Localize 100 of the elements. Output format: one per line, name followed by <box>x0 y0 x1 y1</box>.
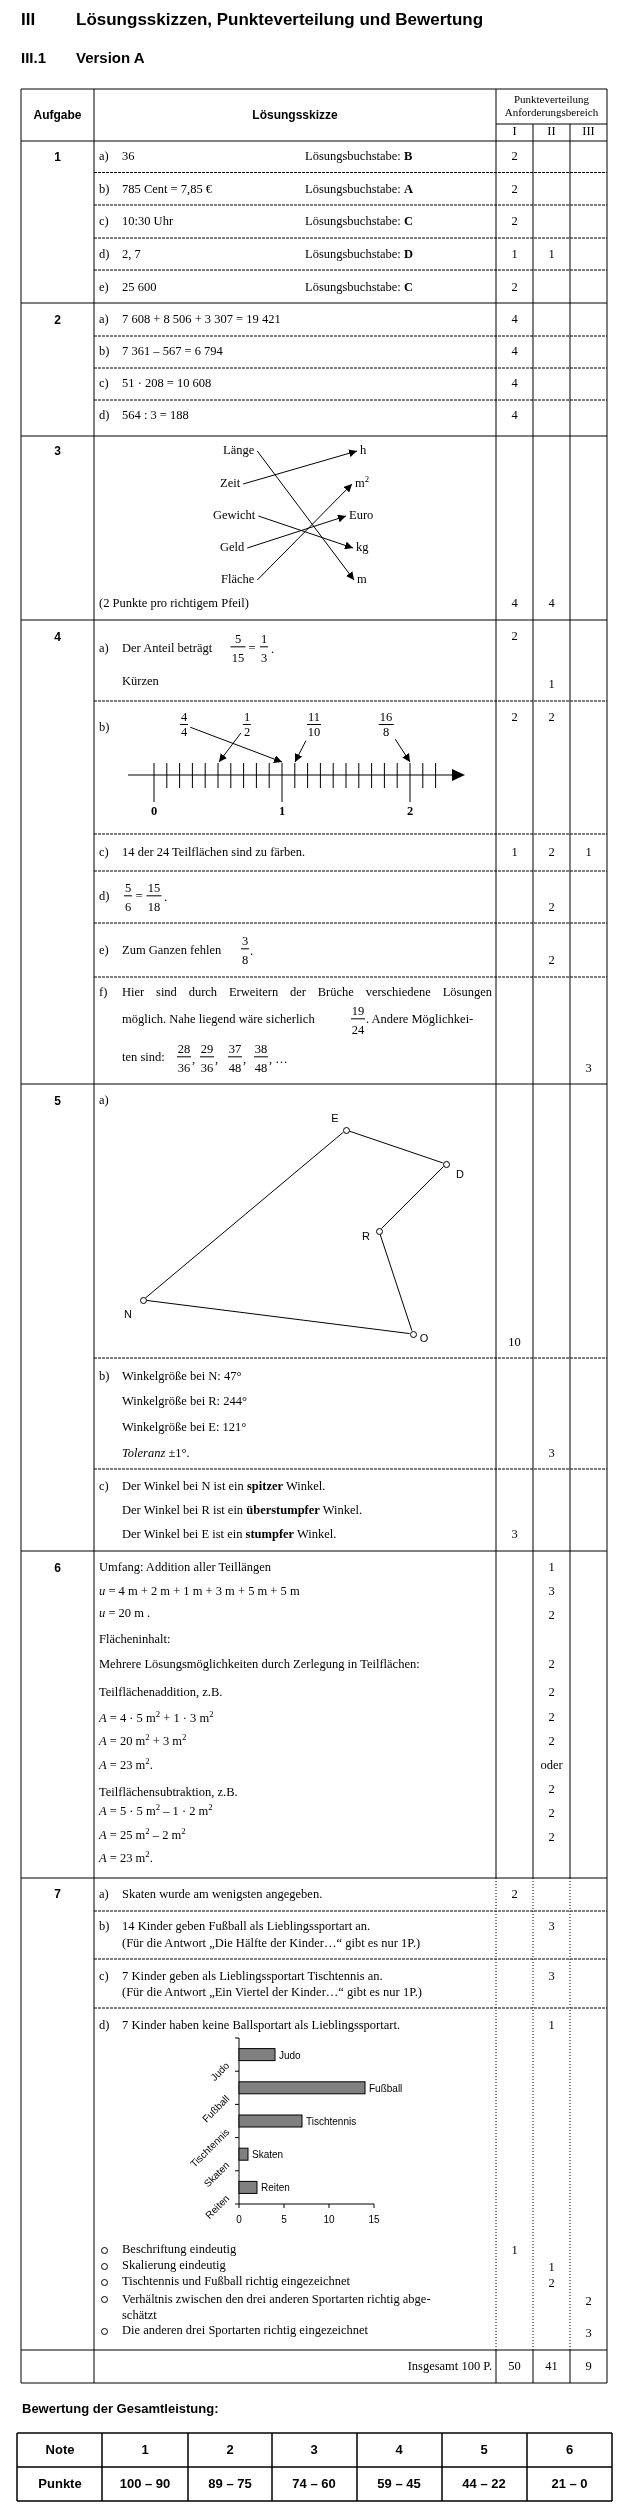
text: 7 608 + 8 506 + 3 307 = 19 421 <box>122 312 281 328</box>
text: b) <box>99 344 110 360</box>
text: Winkelgröße bei R: 244° <box>122 1394 247 1410</box>
tick-label: 5 <box>281 2214 287 2225</box>
score: 3 <box>511 1527 518 1543</box>
score: 2 <box>511 182 518 198</box>
tick-label: 10 <box>323 2214 335 2225</box>
arrow <box>246 514 347 549</box>
text: b) <box>99 182 110 198</box>
text: ten sind: <box>122 1050 165 1066</box>
grade-table-text: Bewertung der Gesamtleistung: <box>22 2401 219 2417</box>
fraction-denominator: 36 <box>177 1060 191 1076</box>
text: d) <box>99 247 110 263</box>
score: 2 <box>548 1782 555 1798</box>
fraction-denominator: 10 <box>307 725 321 740</box>
section-heading: Lösungsskizzen, Punkteverteilung und Bewertung <box>76 9 484 31</box>
grade-table-text: 2 <box>226 2442 234 2458</box>
text: 785 Cent = 7,85 € <box>122 182 213 198</box>
text: a) <box>99 149 109 165</box>
text: 14 Kinder geben Fußball als Lieblingssportart an. <box>122 1919 371 1935</box>
score: 2 <box>548 1657 555 1673</box>
table-label: 3 <box>54 443 61 459</box>
score: 1 <box>548 677 555 693</box>
vertex-label: N <box>124 1308 132 1322</box>
text: A = 23 m$^{2}$. <box>99 1851 153 1867</box>
table-label: 2 <box>54 312 61 328</box>
text: f) <box>99 985 108 1001</box>
text: Lösungsbuchstabe: A <box>305 182 413 198</box>
fraction-numerator: 5 <box>124 881 132 897</box>
text: A = 23 m$^{2}$. <box>99 1758 153 1774</box>
text: Winkelgröße bei N: 47° <box>122 1369 242 1385</box>
score: 1 <box>511 845 518 861</box>
text: Beschriftung eindeutig <box>122 2242 237 2258</box>
table-label: Aufgabe <box>33 107 82 123</box>
text: A = 5 · 5 m$^{2}$ – 1 · 2 m$^{2}$ <box>99 1804 213 1820</box>
vertex-label: E <box>331 1112 339 1126</box>
score: 1 <box>511 247 518 263</box>
text: Skalierung eindeutig <box>122 2258 226 2274</box>
text: c) <box>99 845 109 861</box>
bar-label: Skaten <box>252 2149 284 2161</box>
column-header: Punkteverteilung Anforderungsbereich <box>503 92 600 120</box>
bar-label: Reiten <box>261 2182 290 2194</box>
text: a) <box>99 312 109 328</box>
text: Der Winkel bei E ist ein stumpfer Winkel. <box>122 1527 337 1543</box>
fraction-numerator: 3 <box>241 934 249 950</box>
bar-label: Fußball <box>369 2082 403 2094</box>
grade-table-text: 4 <box>395 2442 403 2458</box>
fraction-numerator: 16 <box>378 710 394 726</box>
axis-number: 1 <box>278 804 286 820</box>
score: 4 <box>511 376 518 392</box>
grade-table-text: 5 <box>480 2442 488 2458</box>
text: d) <box>99 408 110 424</box>
grade-table-text: Punkte <box>38 2476 82 2492</box>
matching-term: Zeit <box>220 476 241 492</box>
fraction-numerator: 29 <box>200 1042 214 1058</box>
score: 4 <box>511 596 518 612</box>
text: a) <box>99 1093 109 1109</box>
arrow <box>256 450 355 581</box>
subsection-heading: Version A <box>76 49 145 67</box>
text: Hier sind durch Erweitern der Brüche verschiedene Lösungen <box>122 985 492 1001</box>
matching-term: h <box>360 443 367 459</box>
score: III <box>582 124 595 140</box>
text: Verhältnis zwischen den drei anderen Sportarten richtig abge-schätzt <box>122 2291 432 2323</box>
text: Kürzen <box>122 674 159 690</box>
arrow <box>242 449 358 485</box>
table-label: 4 <box>54 629 61 645</box>
score: 1 <box>548 2260 555 2276</box>
matching-term: Gewicht <box>213 508 256 524</box>
text: b) <box>99 1369 110 1385</box>
vertex-point <box>409 1330 417 1338</box>
tick-label: 0 <box>236 2214 242 2225</box>
text: c) <box>99 376 109 392</box>
bar-label: Judo <box>279 2049 301 2061</box>
score: 2 <box>548 845 555 861</box>
text: Lösungsbuchstabe: C <box>305 280 413 296</box>
text: e) <box>99 280 109 296</box>
text: Lösungsbuchstabe: C <box>305 214 413 230</box>
score: 2 <box>511 214 518 230</box>
grade-table-text: 3 <box>310 2442 318 2458</box>
grade-table-text: 59 – 45 <box>377 2476 421 2492</box>
score: 1 <box>548 247 555 263</box>
vertex-label: R <box>362 1230 370 1244</box>
matching-term: Geld <box>220 540 245 556</box>
grade-table-text: 74 – 60 <box>292 2476 336 2492</box>
axis-number: 0 <box>150 804 158 820</box>
fraction-denominator: 24 <box>351 1022 365 1038</box>
text: d) <box>99 889 110 905</box>
text: , … <box>269 1052 288 1068</box>
matching-term: m$^{2}$ <box>355 476 370 492</box>
score: II <box>547 124 556 140</box>
score: 4 <box>511 312 518 328</box>
polygon-side <box>380 1165 445 1230</box>
polygon-side <box>348 1130 444 1164</box>
score: 2 <box>548 1685 555 1701</box>
fraction-denominator: 8 <box>241 952 249 968</box>
score: = <box>248 641 256 657</box>
score: 2 <box>511 280 518 296</box>
fraction-denominator: 48 <box>228 1060 242 1076</box>
section-heading: III <box>21 9 36 31</box>
text: 7 Kinder geben als Lieblingssportart Tischtennis an. <box>122 1969 383 1985</box>
